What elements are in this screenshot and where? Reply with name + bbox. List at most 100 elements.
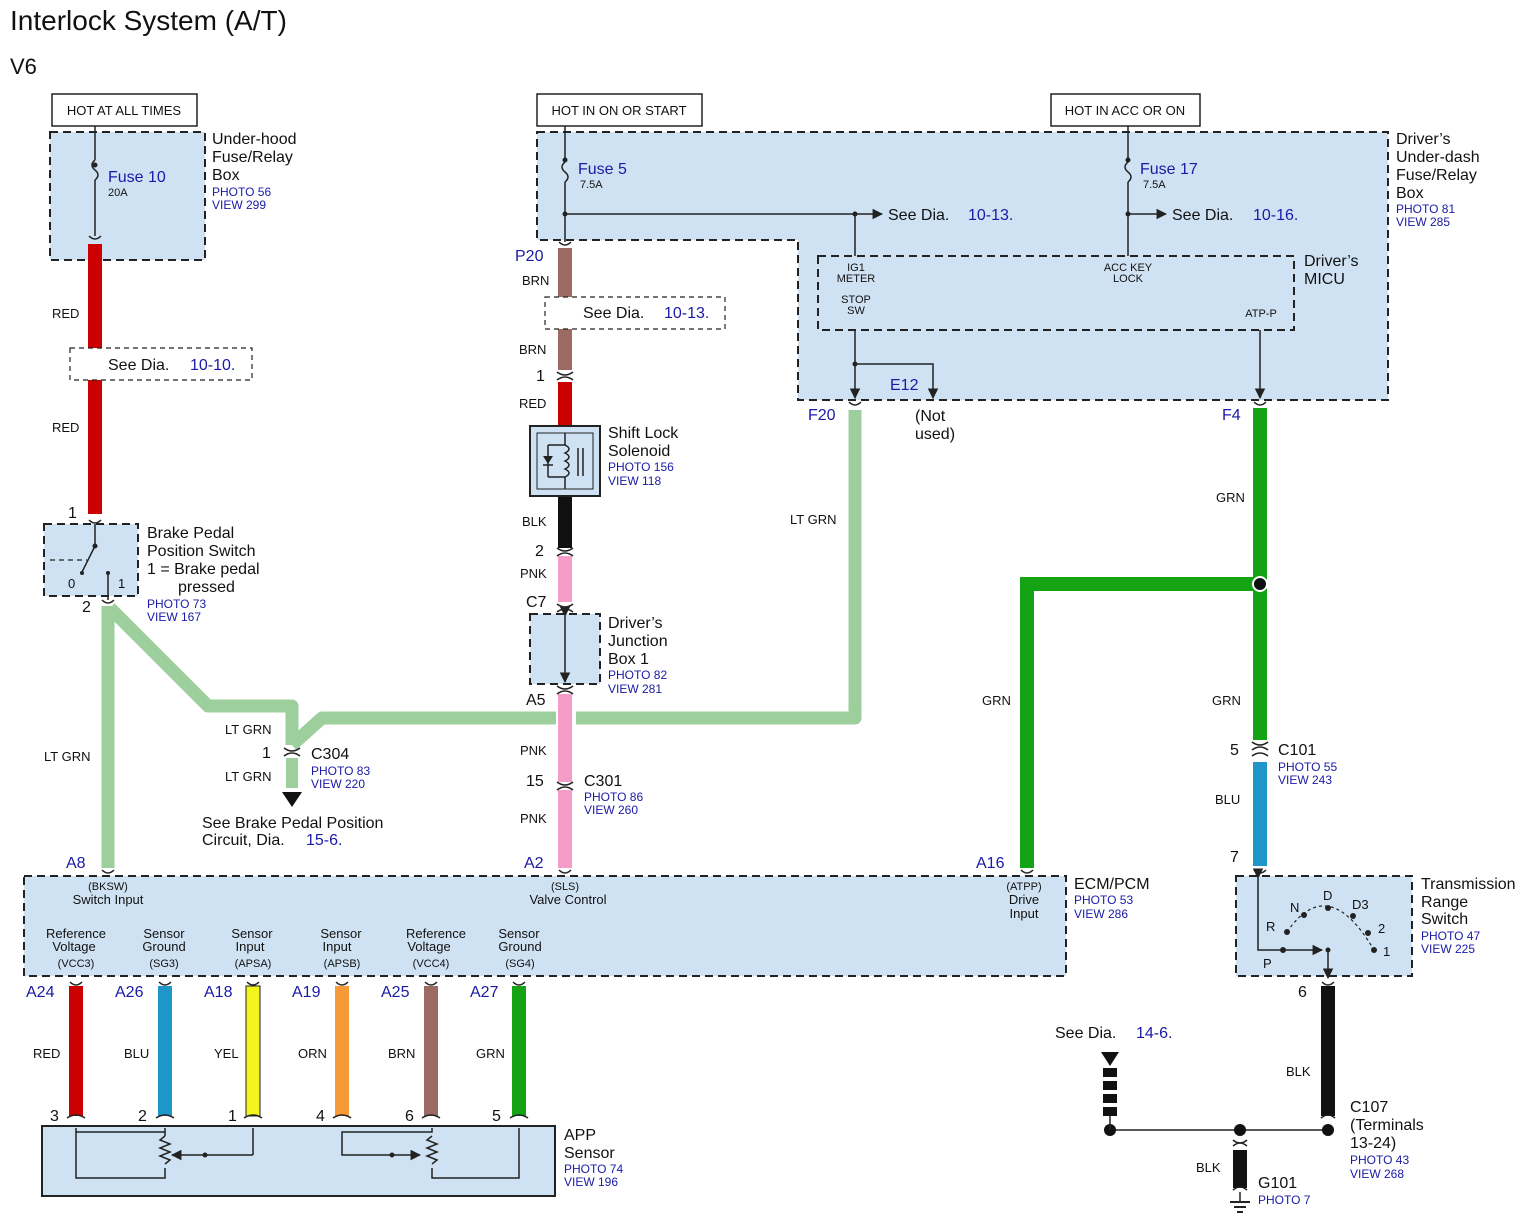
- svg-text:VIEW 196: VIEW 196: [564, 1175, 618, 1189]
- page-title: Interlock System (A/T): [10, 5, 287, 36]
- wire-label-grn: GRN: [982, 693, 1011, 708]
- hot-at-all-times-label: HOT AT ALL TIMES: [51, 93, 198, 127]
- wire-label-ltgrn: LT GRN: [225, 722, 271, 737]
- svg-text:See Dia.: See Dia.: [1172, 207, 1233, 224]
- svg-text:PHOTO 81: PHOTO 81: [1396, 202, 1455, 216]
- wire-label-blk: BLK: [522, 514, 547, 529]
- svg-text:HOT IN ON OR START: HOT IN ON OR START: [551, 103, 686, 118]
- wire-label-blk: BLK: [1196, 1160, 1221, 1175]
- wire-label-red: RED: [33, 1046, 60, 1061]
- svg-text:VIEW 260: VIEW 260: [584, 803, 638, 817]
- center-wire-column: [556, 248, 574, 868]
- svg-text:10-13.: 10-13.: [664, 305, 709, 322]
- svg-text:PHOTO 73: PHOTO 73: [147, 597, 206, 611]
- svg-text:Driver’s: Driver’s: [1396, 131, 1451, 148]
- wire-label-red: RED: [519, 396, 546, 411]
- svg-text:Box: Box: [1396, 185, 1424, 202]
- svg-text:10-10.: 10-10.: [190, 357, 235, 374]
- svg-text:PHOTO 56: PHOTO 56: [212, 185, 271, 199]
- svg-text:2: 2: [138, 1108, 147, 1125]
- svg-text:HOT IN ACC OR ON: HOT IN ACC OR ON: [1065, 103, 1185, 118]
- svg-text:(SG3): (SG3): [149, 958, 178, 970]
- svg-text:(SG4): (SG4): [505, 958, 534, 970]
- svg-text:2: 2: [1378, 921, 1385, 936]
- svg-text:6: 6: [405, 1108, 414, 1125]
- svg-text:(VCC3): (VCC3): [58, 958, 95, 970]
- grn-wires: [1020, 408, 1269, 868]
- svg-text:Switch: Switch: [1421, 911, 1468, 928]
- svg-text:N: N: [1290, 900, 1299, 915]
- svg-text:1: 1: [228, 1108, 237, 1125]
- wire-label-pnk: PNK: [520, 566, 547, 581]
- svg-text:C107: C107: [1350, 1099, 1388, 1116]
- svg-text:(Terminals: (Terminals: [1350, 1117, 1424, 1134]
- svg-text:VIEW 225: VIEW 225: [1421, 942, 1475, 956]
- svg-text:Voltage: Voltage: [52, 939, 95, 954]
- svg-text:13-24): 13-24): [1350, 1135, 1396, 1152]
- pin-p20: P20: [515, 248, 544, 265]
- svg-text:PHOTO 43: PHOTO 43: [1350, 1153, 1409, 1167]
- svg-text:E12: E12: [890, 377, 919, 394]
- wire-label-grn: GRN: [1216, 490, 1245, 505]
- potentiometer-icon: [157, 1135, 173, 1165]
- wire-label-blk: BLK: [1286, 1064, 1311, 1079]
- wire-label-ltgrn: LT GRN: [225, 769, 271, 784]
- svg-text:(SLS): (SLS): [551, 881, 579, 893]
- wire-label-brn: BRN: [519, 342, 546, 357]
- svg-text:PHOTO 86: PHOTO 86: [584, 790, 643, 804]
- svg-text:Drive: Drive: [1009, 892, 1039, 907]
- svg-text:See Brake Pedal Position: See Brake Pedal Position: [202, 815, 383, 832]
- svg-text:STOP: STOP: [841, 294, 871, 306]
- wire-label-grn: GRN: [1212, 693, 1241, 708]
- svg-text:Under-dash: Under-dash: [1396, 149, 1480, 166]
- svg-text:Circuit, Dia.: Circuit, Dia.: [202, 832, 285, 849]
- wire-label-pnk: PNK: [520, 811, 547, 826]
- svg-text:Ground: Ground: [142, 939, 185, 954]
- see-dia-10-13: See Dia. 10-13.: [544, 296, 726, 330]
- svg-text:Shift Lock: Shift Lock: [608, 425, 679, 442]
- brake-pedal-switch: 0 1 1 2 Brake Pedal Position Switch 1 = …: [43, 505, 260, 624]
- pin-a19: A19: [292, 984, 321, 1001]
- svg-text:used): used): [915, 426, 955, 443]
- svg-text:HOT AT ALL TIMES: HOT AT ALL TIMES: [67, 103, 181, 118]
- lt-grn-wires: [101, 410, 862, 868]
- svg-text:G101: G101: [1258, 1175, 1297, 1192]
- wire-label-ltgrn: LT GRN: [44, 749, 90, 764]
- svg-text:(BKSW): (BKSW): [88, 881, 128, 893]
- svg-text:Driver’s: Driver’s: [1304, 253, 1359, 270]
- page-subtitle: V6: [10, 54, 37, 79]
- wire-label-orn: ORN: [298, 1046, 327, 1061]
- svg-text:0: 0: [68, 576, 75, 591]
- fuse-10-label: Fuse 10: [108, 169, 166, 186]
- svg-text:7.5A: 7.5A: [1143, 179, 1166, 191]
- transmission-range-switch: P R N D D3 2 1 Transmission Range Switch…: [1235, 868, 1516, 980]
- svg-text:Solenoid: Solenoid: [608, 443, 670, 460]
- svg-text:C7: C7: [526, 594, 547, 611]
- svg-text:10-16.: 10-16.: [1253, 207, 1298, 224]
- svg-text:PHOTO 83: PHOTO 83: [311, 764, 370, 778]
- svg-text:Sensor: Sensor: [320, 926, 362, 941]
- pin-f4: F4: [1222, 407, 1241, 424]
- svg-text:3: 3: [50, 1108, 59, 1125]
- wire-label-red: RED: [52, 306, 79, 321]
- svg-text:2: 2: [82, 599, 91, 616]
- svg-text:PHOTO 82: PHOTO 82: [608, 668, 667, 682]
- svg-text:VIEW 299: VIEW 299: [212, 198, 266, 212]
- svg-text:See Dia.: See Dia.: [888, 207, 949, 224]
- svg-text:VIEW 281: VIEW 281: [608, 682, 662, 696]
- svg-text:Reference: Reference: [46, 926, 106, 941]
- fuse-5-label: Fuse 5: [578, 161, 627, 178]
- svg-text:See Dia.: See Dia.: [108, 357, 169, 374]
- svg-text:7.5A: 7.5A: [580, 179, 603, 191]
- svg-text:ACC KEY: ACC KEY: [1104, 262, 1153, 274]
- svg-text:Under-hood: Under-hood: [212, 131, 297, 148]
- pin-a16: A16: [976, 855, 1005, 872]
- svg-text:VIEW 220: VIEW 220: [311, 777, 365, 791]
- svg-text:(VCC4): (VCC4): [413, 958, 450, 970]
- wire-label-blu: BLU: [1215, 792, 1240, 807]
- svg-text:VIEW 268: VIEW 268: [1350, 1167, 1404, 1181]
- svg-text:Junction: Junction: [608, 633, 668, 650]
- svg-text:PHOTO 7: PHOTO 7: [1258, 1193, 1311, 1207]
- svg-text:4: 4: [316, 1108, 325, 1125]
